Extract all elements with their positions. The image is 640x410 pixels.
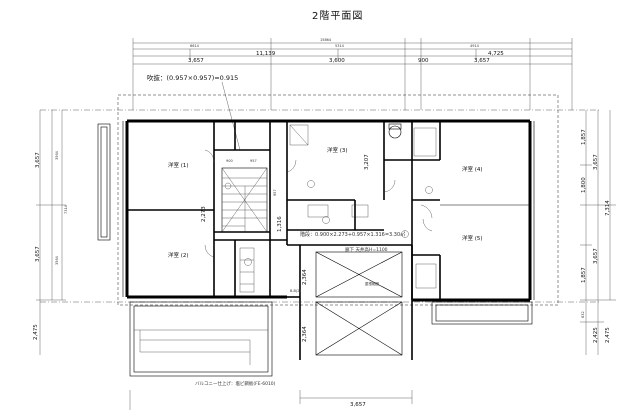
room-labels: 洋室 (1) 洋室 (2) 洋室 (3) 洋室 (4) 洋室 (5) [168,146,483,259]
dim-left-3564-b: 3564 [55,255,59,265]
left-dimensions: 3,657 3,657 2,475 3564 3564 7314 [33,110,68,355]
room-label-1: 洋室 (1) [168,161,189,169]
room-label-4: 洋室 (4) [462,165,483,173]
dim-v-957: 957 [273,189,277,196]
dim-right-1857-a: 1,857 [581,129,587,145]
dim-left-3564-a: 3564 [55,150,59,160]
dim-v-2364-b: 2,364 [302,326,308,342]
dim-v-2273: 2,273 [201,206,207,222]
dim-v-1316: 1,316 [277,216,283,232]
dim-right-1800: 1,800 [581,177,587,193]
dim-right-832: 832 [581,311,585,318]
dim-left-3657-a: 3,657 [35,152,41,168]
lower-hall: 廊下 天井高H=1100 2,364 2,364 [302,246,403,356]
doors-fixtures [204,123,437,293]
dim-top-c: 4914 [470,44,480,48]
dim-right-3657-a: 3,657 [593,154,599,170]
exterior-walls [122,119,535,302]
stair-void-note: 吹抜：(0.957×0.957)=0.915 [147,73,238,82]
bottom-dimensions: 3,657 [129,390,413,410]
dim-top-11139: 11,139 [256,51,276,57]
dim-top-total: 15864 [320,38,332,42]
ceiling-label: 廊下 天井高H=1100 [345,246,388,253]
dim-bottom-3657: 3,657 [350,402,366,408]
dim-left-7314: 7314 [64,204,68,214]
room-label-5: 洋室 (5) [462,234,483,242]
dim-top-b: 5314 [335,44,345,48]
dim-left-3657-b: 3,657 [35,246,41,262]
dim-left-2475: 2,475 [33,324,39,340]
dim-v-2364-a: 2,364 [302,269,308,285]
staircase: 900 957 2,273 957 1,316 [201,159,283,233]
dim-top-3600: 3,600 [329,58,345,64]
dim-right-7314: 7,314 [605,200,611,216]
dim-top-3657-a: 3,657 [188,58,204,64]
section-mark: B-B(2) [290,289,302,293]
top-dimensions: 15864 6614 5314 4914 11,139 4,725 3,657 … [132,38,573,110]
balcony-finish-note: バルコニー仕上げ：塩ビ鋼板(FE-6010) [195,380,276,387]
dim-right-1857-b: 1,857 [581,267,587,283]
dim-top-900: 900 [418,58,429,64]
dim-top-3657-b: 3,657 [474,58,490,64]
eave-outline [117,94,559,306]
interior-walls [127,121,530,360]
drawing-title: 2階平面図 [312,10,363,22]
dim-inner-957: 957 [250,159,257,163]
right-dimensions: 1,857 1,800 1,857 3,657 3,657 7,314 832 … [580,110,616,355]
dim-right-2475: 2,475 [605,327,611,343]
dim-inner-900: 900 [226,159,233,163]
dim-top-a: 6614 [190,44,200,48]
room-label-3: 洋室 (3) [327,146,348,154]
eave-note: 屋根範囲 [365,281,379,286]
landing-note: 階段：0.900×2.273+0.957×1.316=3.30㎡ [300,231,405,238]
dim-v-3207: 3,207 [364,154,370,170]
dim-right-3657-b: 3,657 [593,248,599,264]
dim-top-4725: 4,725 [488,51,504,57]
balconies: バルコニー仕上げ：塩ビ鋼板(FE-6010) B-B(2) 屋根範囲 [97,123,533,387]
room-label-2: 洋室 (2) [168,251,189,259]
dim-right-2425: 2,425 [593,327,599,343]
